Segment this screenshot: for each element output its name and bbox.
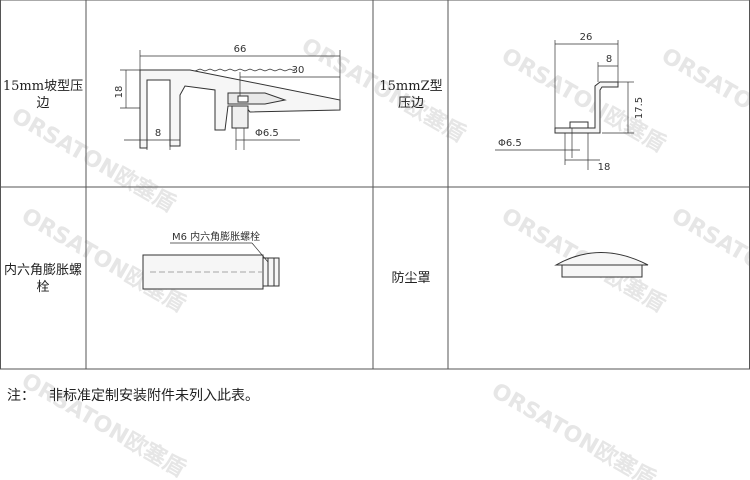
row1-left-label: 15mm坡型压边 bbox=[2, 79, 84, 111]
dim-height: 18 bbox=[114, 86, 125, 99]
bolt-callout: M6 内六角膨胀螺栓 bbox=[172, 230, 260, 243]
dim-z-base: 18 bbox=[598, 162, 611, 173]
dim-hole: Φ6.5 bbox=[255, 128, 279, 139]
dim-flange: 8 bbox=[606, 54, 612, 65]
row2-left-label: 内六角膨胀螺栓 bbox=[3, 263, 82, 295]
watermark-text: ORSATON欧塞盾 bbox=[667, 203, 750, 318]
footnote-prefix: 注： bbox=[7, 388, 35, 404]
watermark-text: ORSATON欧塞盾 bbox=[7, 103, 180, 218]
row1-right-label: 15mmZ型压边 bbox=[379, 79, 443, 111]
z-profile-drawing: 26 8 17.5 18 Φ6.5 bbox=[495, 32, 645, 173]
row2-right-label: 防尘罩 bbox=[391, 271, 431, 286]
dim-total-width: 66 bbox=[234, 44, 247, 55]
dim-inner-width: 30 bbox=[292, 65, 305, 76]
expansion-bolt-drawing: M6 内六角膨胀螺栓 bbox=[142, 230, 280, 290]
watermark-text: ORSATON欧塞盾 bbox=[657, 43, 750, 158]
watermark-text: ORSATON欧塞盾 bbox=[487, 378, 660, 480]
footnote-text: 非标准定制安装附件未列入此表。 bbox=[49, 388, 259, 404]
dust-cap-drawing bbox=[554, 252, 649, 278]
dim-z-height: 17.5 bbox=[634, 97, 645, 119]
slope-profile-drawing: 66 30 18 8 Φ6.5 bbox=[114, 44, 341, 150]
dim-top-width: 26 bbox=[580, 32, 593, 43]
dim-z-hole: Φ6.5 bbox=[498, 138, 522, 149]
dim-base: 8 bbox=[155, 128, 161, 139]
footnote: 注： 非标准定制安装附件未列入此表。 bbox=[7, 385, 273, 405]
